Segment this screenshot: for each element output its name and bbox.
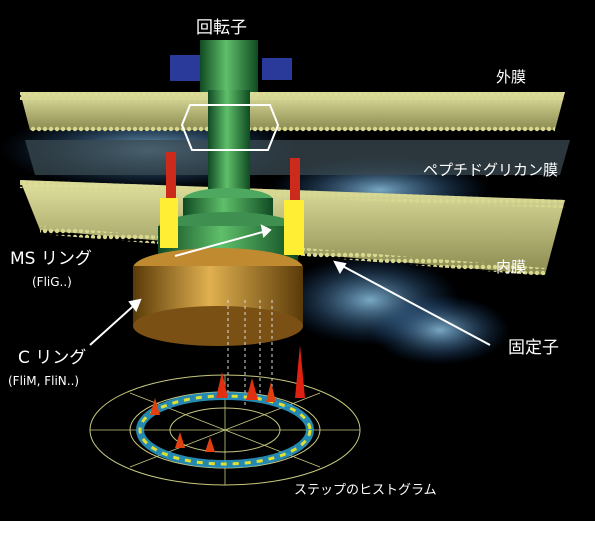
ms-ring-label: MS リング [10,249,92,269]
label-pointers [89,224,491,346]
c-ring-label: C リング [18,348,87,368]
flagellar-motor-diagram: 回転子 外膜 ペプチドグリカン膜 内膜 MS リング (FliG..) C リン… [0,0,595,521]
ms-ring-sublabel: (FliG..) [32,275,72,289]
outer-membrane-sheet [20,92,565,132]
stator-label: 固定子 [508,338,559,358]
peptidoglycan-sheet [25,140,570,175]
projection-lines [227,300,273,405]
step-histogram [89,345,361,486]
outer-membrane-label: 外膜 [496,68,527,86]
histogram-caption: ステップのヒストグラム [294,483,437,498]
rotor-rod [170,40,292,190]
stator-units [160,152,304,255]
diagram-graphic [0,40,570,486]
rotor-label: 回転子 [196,18,247,38]
c-ring-sublabel: (FliM, FliN..) [8,374,80,388]
c-ring-body [133,248,303,346]
inner-membrane-label: 内膜 [496,258,527,276]
peptidoglycan-label: ペプチドグリカン膜 [423,161,559,179]
